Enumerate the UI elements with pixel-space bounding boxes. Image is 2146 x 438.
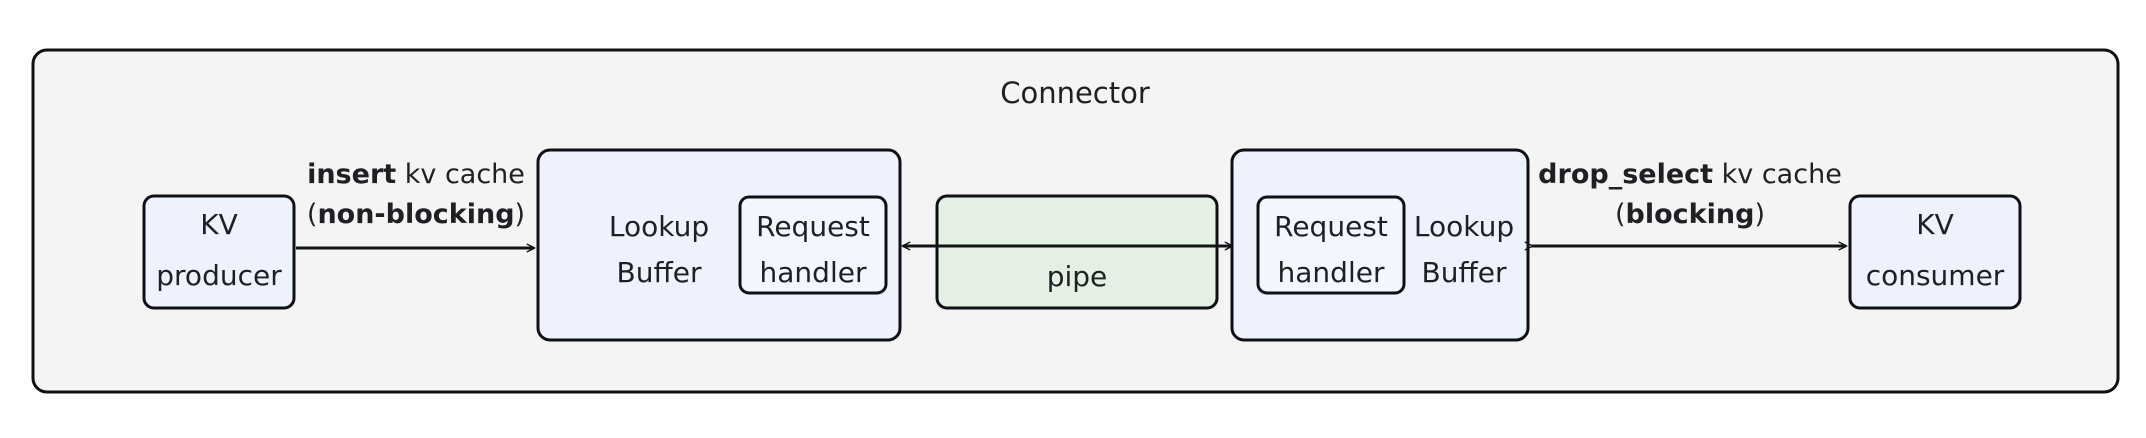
kv-consumer-node: KV consumer	[1848, 194, 2022, 310]
left-lookup-buffer-label-line1: Lookup	[609, 210, 709, 243]
edge-drop-select-kv-cache: drop_select kv cache (blocking)	[1524, 159, 1848, 251]
right-lookup-buffer-label-line1: Lookup	[1414, 210, 1514, 243]
edge-insert-label-line2: (non-blocking)	[307, 199, 525, 230]
left-request-handler-rect	[738, 195, 888, 295]
left-request-handler-label-line2: handler	[760, 256, 867, 289]
kv-producer-label-line1: KV	[200, 208, 238, 241]
right-request-handler-rect	[1256, 195, 1406, 295]
pipe-rect	[935, 194, 1219, 310]
right-request-handler-label-line2: handler	[1278, 256, 1385, 289]
left-lookup-buffer-label-line2: Buffer	[617, 256, 702, 289]
edge-drop-select-rest: kv cache	[1713, 159, 1842, 190]
edge-drop-select-label-line1: drop_select kv cache	[1538, 159, 1842, 190]
edge-insert-paren-close: )	[515, 199, 526, 230]
edge-drop-select-label-line2: (blocking)	[1615, 199, 1765, 230]
edge-insert-rest: kv cache	[396, 159, 525, 190]
left-lookup-buffer-node: Lookup Buffer Request handler	[536, 148, 902, 342]
pipe-node: pipe	[935, 194, 1219, 310]
edge-insert-kv-cache: insert kv cache (non-blocking)	[296, 159, 536, 253]
edge-drop-select-blocking: blocking	[1626, 199, 1755, 230]
edge-insert-label-line1: insert kv cache	[307, 159, 525, 190]
kv-consumer-rect	[1848, 194, 2022, 310]
edge-insert-paren-open: (	[307, 199, 318, 230]
left-request-handler-label-line1: Request	[756, 210, 870, 243]
edge-drop-select-paren-open: (	[1615, 199, 1626, 230]
kv-producer-label-line2: producer	[156, 259, 282, 292]
right-lookup-buffer-label-line2: Buffer	[1422, 256, 1507, 289]
kv-producer-node: KV producer	[142, 194, 296, 310]
right-lookup-buffer-node: Request handler Lookup Buffer	[1230, 148, 1530, 342]
kv-producer-rect	[142, 194, 296, 310]
kv-consumer-label-line2: consumer	[1866, 259, 2005, 292]
edge-drop-select-bold: drop_select	[1538, 159, 1713, 190]
edge-insert-bold: insert	[307, 159, 396, 190]
edge-drop-select-paren-close: )	[1754, 199, 1765, 230]
connector-title: Connector	[1000, 76, 1150, 110]
kv-consumer-label-line1: KV	[1916, 208, 1954, 241]
pipe-label: pipe	[1047, 260, 1108, 293]
right-request-handler-label-line1: Request	[1274, 210, 1388, 243]
edge-insert-nonblocking: non-blocking	[317, 199, 514, 230]
